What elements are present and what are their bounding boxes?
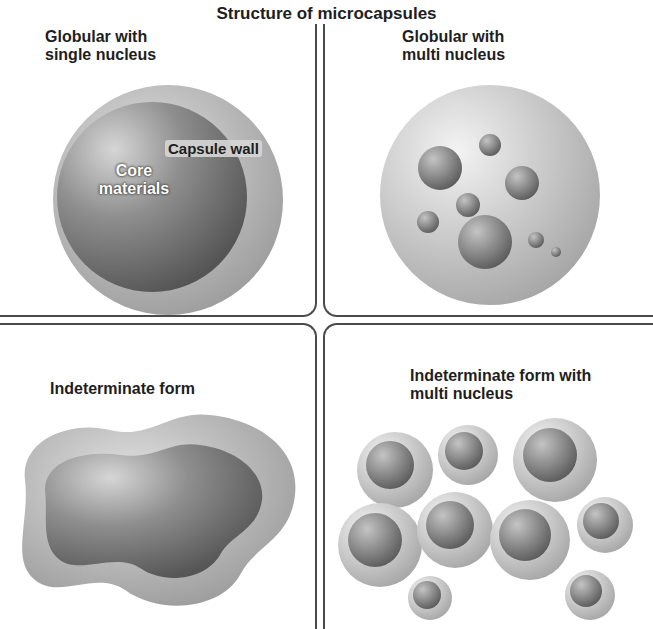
core-circle: Core materials [57, 102, 247, 292]
cluster-sphere [577, 497, 633, 553]
cluster-sphere [408, 576, 452, 620]
capsule-wall-circle: Capsule wallCore materials [53, 85, 283, 315]
nucleus [499, 509, 551, 561]
panel: Indeterminate form [0, 323, 317, 629]
multi-nucleus-capsule [380, 85, 600, 305]
shape-label: Core materials [79, 162, 189, 199]
nucleus [528, 232, 544, 248]
nucleus [583, 503, 619, 539]
diagram-title: Structure of microcapsules [0, 4, 653, 24]
nucleus [348, 513, 402, 567]
indeterminate-capsule [22, 414, 295, 605]
nucleus [445, 432, 483, 470]
cluster-sphere [490, 500, 570, 580]
nucleus [523, 428, 577, 482]
panel-heading: Globular with single nucleus [45, 28, 175, 65]
nucleus [456, 193, 480, 217]
nucleus [366, 441, 414, 489]
capsule-sphere [380, 85, 600, 305]
panel-heading: Globular with multi nucleus [402, 28, 542, 65]
nucleus [551, 247, 561, 257]
nucleus [570, 575, 602, 607]
panel-heading: Indeterminate form with multi nucleus [410, 367, 600, 404]
core-circle-fill [57, 102, 247, 292]
nucleus [418, 146, 462, 190]
multi-nucleus-cluster [338, 418, 633, 620]
nucleus [505, 166, 539, 200]
nucleus [458, 215, 512, 269]
nucleus [417, 211, 439, 233]
cluster-sphere [438, 425, 498, 485]
nucleus [413, 581, 441, 609]
cluster-sphere [338, 503, 422, 587]
panel: Indeterminate form with multi nucleus [323, 323, 653, 629]
core-blob [45, 444, 262, 578]
panel-heading: Indeterminate form [50, 380, 195, 398]
cluster-sphere [417, 492, 493, 568]
nucleus [426, 501, 474, 549]
cluster-sphere [565, 570, 615, 620]
nucleus [479, 134, 501, 156]
cluster-sphere [357, 432, 433, 508]
cluster-sphere [513, 418, 597, 502]
panel: Globular with single nucleusCapsule wall… [0, 24, 317, 317]
shape-label: Capsule wall [165, 140, 262, 157]
capsule-wall-circle-fill [53, 85, 283, 315]
panel: Globular with multi nucleus [323, 24, 653, 317]
capsule-wall-blob [22, 414, 295, 605]
